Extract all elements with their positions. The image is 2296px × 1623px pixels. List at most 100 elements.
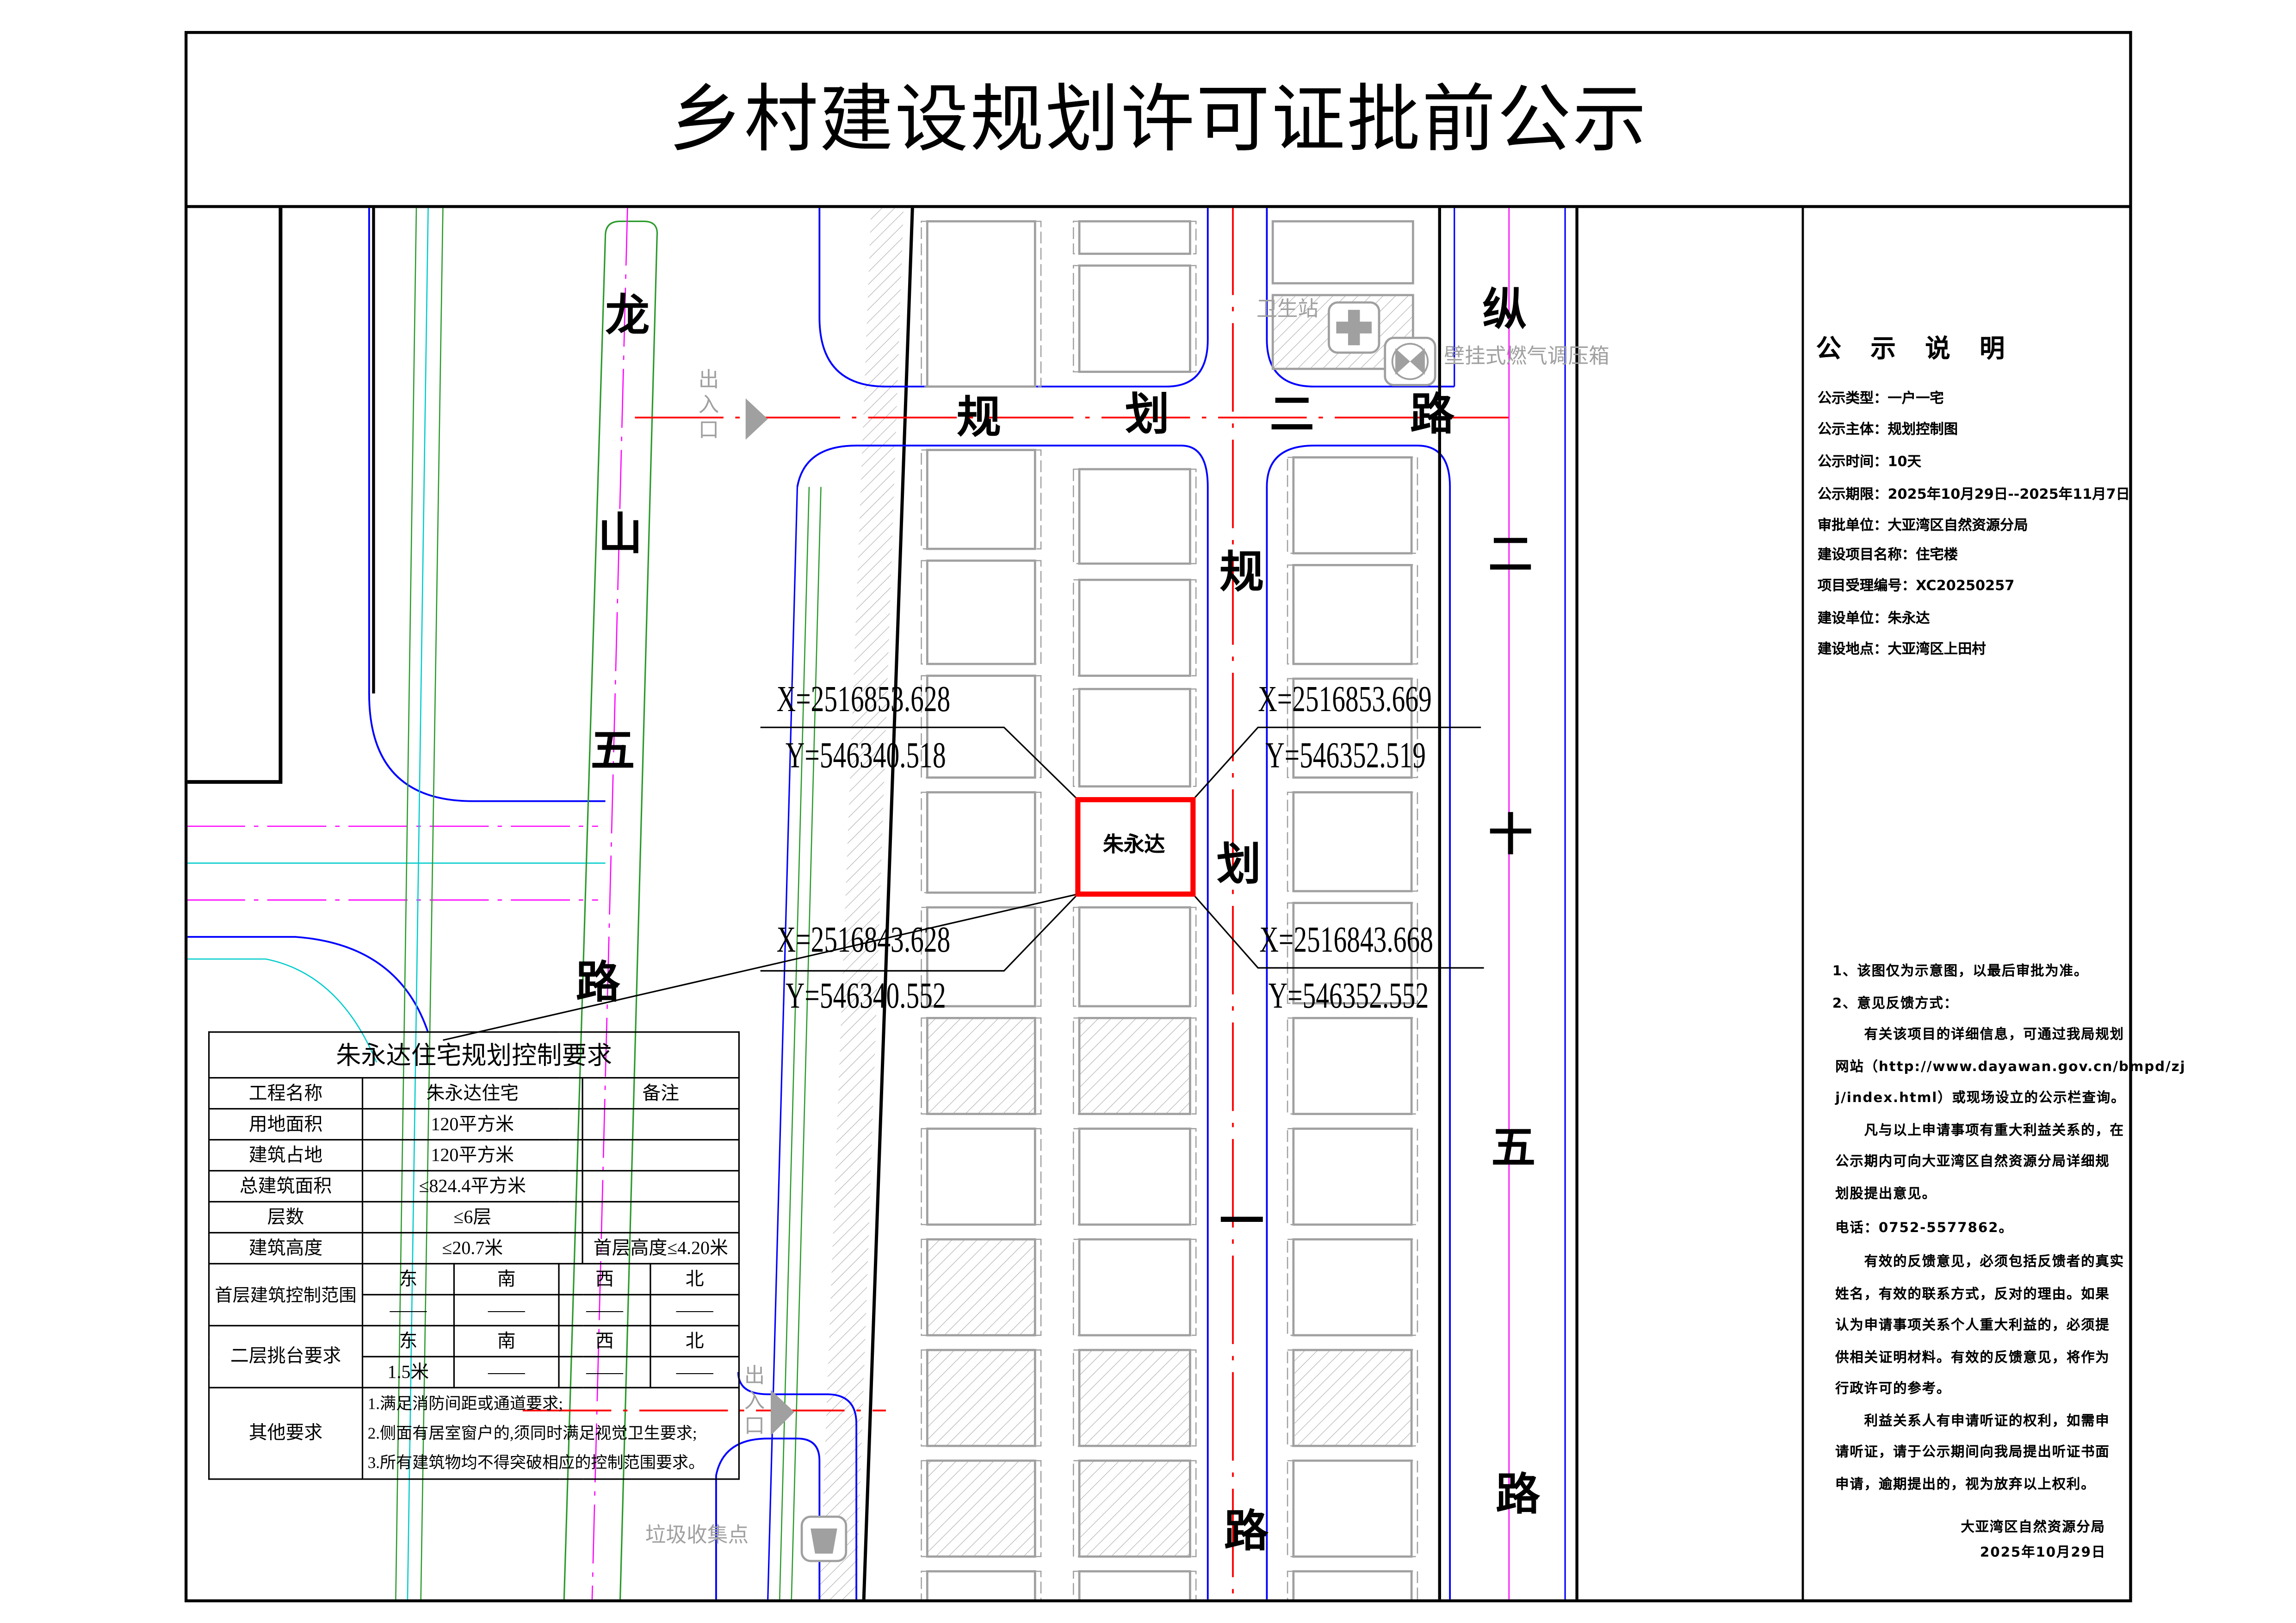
info-item: 公示期限：2025年10月29日--2025年11月7日 bbox=[1817, 487, 2130, 503]
note-line: 电话：0752-5577862。 bbox=[1835, 1220, 2013, 1237]
building-plot bbox=[1292, 1238, 1413, 1337]
building-plot bbox=[926, 791, 1036, 894]
coord-nw-y: Y=546340.518 bbox=[785, 736, 946, 776]
row-label: 层数 bbox=[208, 1201, 364, 1234]
info-item: 公示类型：一户一宅 bbox=[1817, 391, 1944, 408]
table-row: 首层建筑控制范围东南西北 bbox=[208, 1263, 740, 1326]
info-item: 公示时间：10天 bbox=[1817, 454, 1922, 471]
info-item: 建设地点：大亚湾区上田村 bbox=[1817, 642, 1986, 658]
requirement-item: 1.满足消防间距或通道要求; bbox=[367, 1395, 563, 1413]
garbage-point-label: 垃圾收集点 bbox=[645, 1524, 749, 1548]
row-value: —— bbox=[558, 1294, 651, 1326]
table-row: 建筑高度≤20.7米首层高度≤4.20米 bbox=[208, 1232, 740, 1264]
gas-regulator-icon bbox=[1384, 336, 1436, 386]
road-label: 五 bbox=[1491, 1122, 1536, 1175]
road-label: 划 bbox=[1216, 839, 1261, 892]
coord-se-x: X=2516843.668 bbox=[1259, 920, 1433, 961]
other-requirements: 1.满足消防间距或通道要求; 2.侧面有居室窗户的,须同时满足视觉卫生要求; 3… bbox=[361, 1387, 740, 1480]
building-plot bbox=[926, 675, 1036, 779]
dir-south: 南 bbox=[453, 1325, 560, 1357]
note-line: 申请，逾期提出的，视为放弃以上权利。 bbox=[1835, 1477, 2096, 1493]
signature-org: 大亚湾区自然资源分局 bbox=[1961, 1519, 2105, 1536]
applicant-plot bbox=[1075, 797, 1196, 897]
map-lines bbox=[187, 208, 1578, 1599]
row-value: —— bbox=[361, 1294, 455, 1326]
building-setback bbox=[1073, 1571, 1197, 1599]
health-cross-icon bbox=[1328, 301, 1380, 354]
road-label: 划 bbox=[1125, 389, 1170, 441]
row-label: 建筑占地 bbox=[208, 1139, 364, 1172]
row-label: 其他要求 bbox=[208, 1387, 364, 1480]
note-line: 行政许可的参考。 bbox=[1835, 1381, 1951, 1397]
road-label: 五 bbox=[590, 725, 635, 778]
row-value: —— bbox=[558, 1356, 651, 1388]
coord-ne-x: X=2516853.669 bbox=[1258, 680, 1432, 720]
table-row: ———————— bbox=[209, 1294, 740, 1326]
road-label: 二 bbox=[1488, 529, 1533, 582]
road-label: 规 bbox=[957, 392, 1001, 444]
building-plot bbox=[926, 220, 1036, 388]
building-plot bbox=[1078, 468, 1191, 565]
road-label: 纵 bbox=[1482, 285, 1527, 337]
note-line: 凡与以上申请事项有重大利益关系的，在 bbox=[1835, 1122, 2124, 1139]
building-plot bbox=[926, 1127, 1036, 1226]
row-label: 工程名称 bbox=[208, 1077, 364, 1110]
info-item: 建设单位：朱永达 bbox=[1817, 611, 1930, 627]
dir-east: 东 bbox=[361, 1263, 455, 1295]
parcel-boundary bbox=[187, 208, 283, 784]
road-label: 一 bbox=[1219, 1196, 1264, 1248]
building-plot bbox=[1292, 456, 1413, 555]
building-plot bbox=[1078, 688, 1191, 788]
building-plot bbox=[1078, 1127, 1191, 1226]
table-row: 工程名称朱永达住宅备注 bbox=[208, 1077, 740, 1110]
note-line: 认为申请事项关系个人重大利益的，必须提 bbox=[1835, 1317, 2110, 1334]
note-line: j/index.html）或现场设立的公示栏查询。 bbox=[1835, 1090, 2126, 1107]
signature-date: 2025年10月29日 bbox=[1980, 1544, 2106, 1561]
row-value: —— bbox=[650, 1356, 740, 1388]
row-label: 总建筑面积 bbox=[208, 1170, 364, 1203]
road-label: 规 bbox=[1219, 547, 1264, 599]
dir-west: 西 bbox=[558, 1263, 651, 1295]
building-plot bbox=[926, 449, 1036, 550]
building-plot bbox=[1292, 1017, 1413, 1115]
road-label: 十 bbox=[1488, 810, 1533, 862]
note-line: 请听证，请于公示期间向我局提出听证书面 bbox=[1835, 1444, 2110, 1461]
garbage-bin-icon bbox=[800, 1515, 848, 1562]
building-plot bbox=[1292, 1127, 1413, 1226]
row-label: 建筑高度 bbox=[208, 1232, 364, 1264]
note-line: 供相关证明材料。有效的反馈意见，将作为 bbox=[1835, 1350, 2110, 1367]
note-line: 利益关系人有申请听证的权利，如需申 bbox=[1835, 1413, 2110, 1430]
row-value: 120平方米 bbox=[361, 1139, 583, 1172]
entrance-label-bottom: 出入口 bbox=[744, 1364, 765, 1439]
existing-building bbox=[1078, 1459, 1191, 1558]
row-note: 备注 bbox=[582, 1077, 740, 1110]
building-plot bbox=[1078, 578, 1191, 677]
row-value: 朱永达住宅 bbox=[361, 1077, 583, 1110]
info-item: 审批单位：大亚湾区自然资源分局 bbox=[1817, 518, 2028, 534]
road-label: 路 bbox=[1496, 1469, 1540, 1521]
road-label: 路 bbox=[1410, 389, 1454, 441]
row-value: ≤6层 bbox=[361, 1201, 583, 1234]
existing-building bbox=[1078, 1017, 1191, 1115]
info-item: 公示主体：规划控制图 bbox=[1817, 422, 1958, 439]
dir-north: 北 bbox=[650, 1325, 740, 1357]
existing-building bbox=[926, 1459, 1036, 1558]
road-label: 路 bbox=[576, 957, 620, 1010]
coord-se-y: Y=546352.552 bbox=[1268, 977, 1429, 1017]
gas-box-label: 壁挂式燃气调压箱 bbox=[1444, 345, 1609, 369]
row-value: 1.5米 bbox=[361, 1356, 455, 1388]
row-value: ≤824.4平方米 bbox=[361, 1170, 583, 1203]
dir-north: 北 bbox=[650, 1263, 740, 1295]
row-note bbox=[582, 1170, 740, 1203]
requirement-item: 3.所有建筑物均不得突破相应的控制范围要求。 bbox=[367, 1454, 705, 1472]
row-note: 首层高度≤4.20米 bbox=[582, 1232, 740, 1264]
building-plot bbox=[1292, 564, 1413, 665]
building-plot bbox=[1078, 1570, 1191, 1599]
note-line: 公示期内可向大亚湾区自然资源分局详细规 bbox=[1835, 1153, 2110, 1170]
coord-sw-y: Y=546340.552 bbox=[785, 977, 946, 1017]
entrance-label-top: 出入口 bbox=[698, 369, 719, 443]
